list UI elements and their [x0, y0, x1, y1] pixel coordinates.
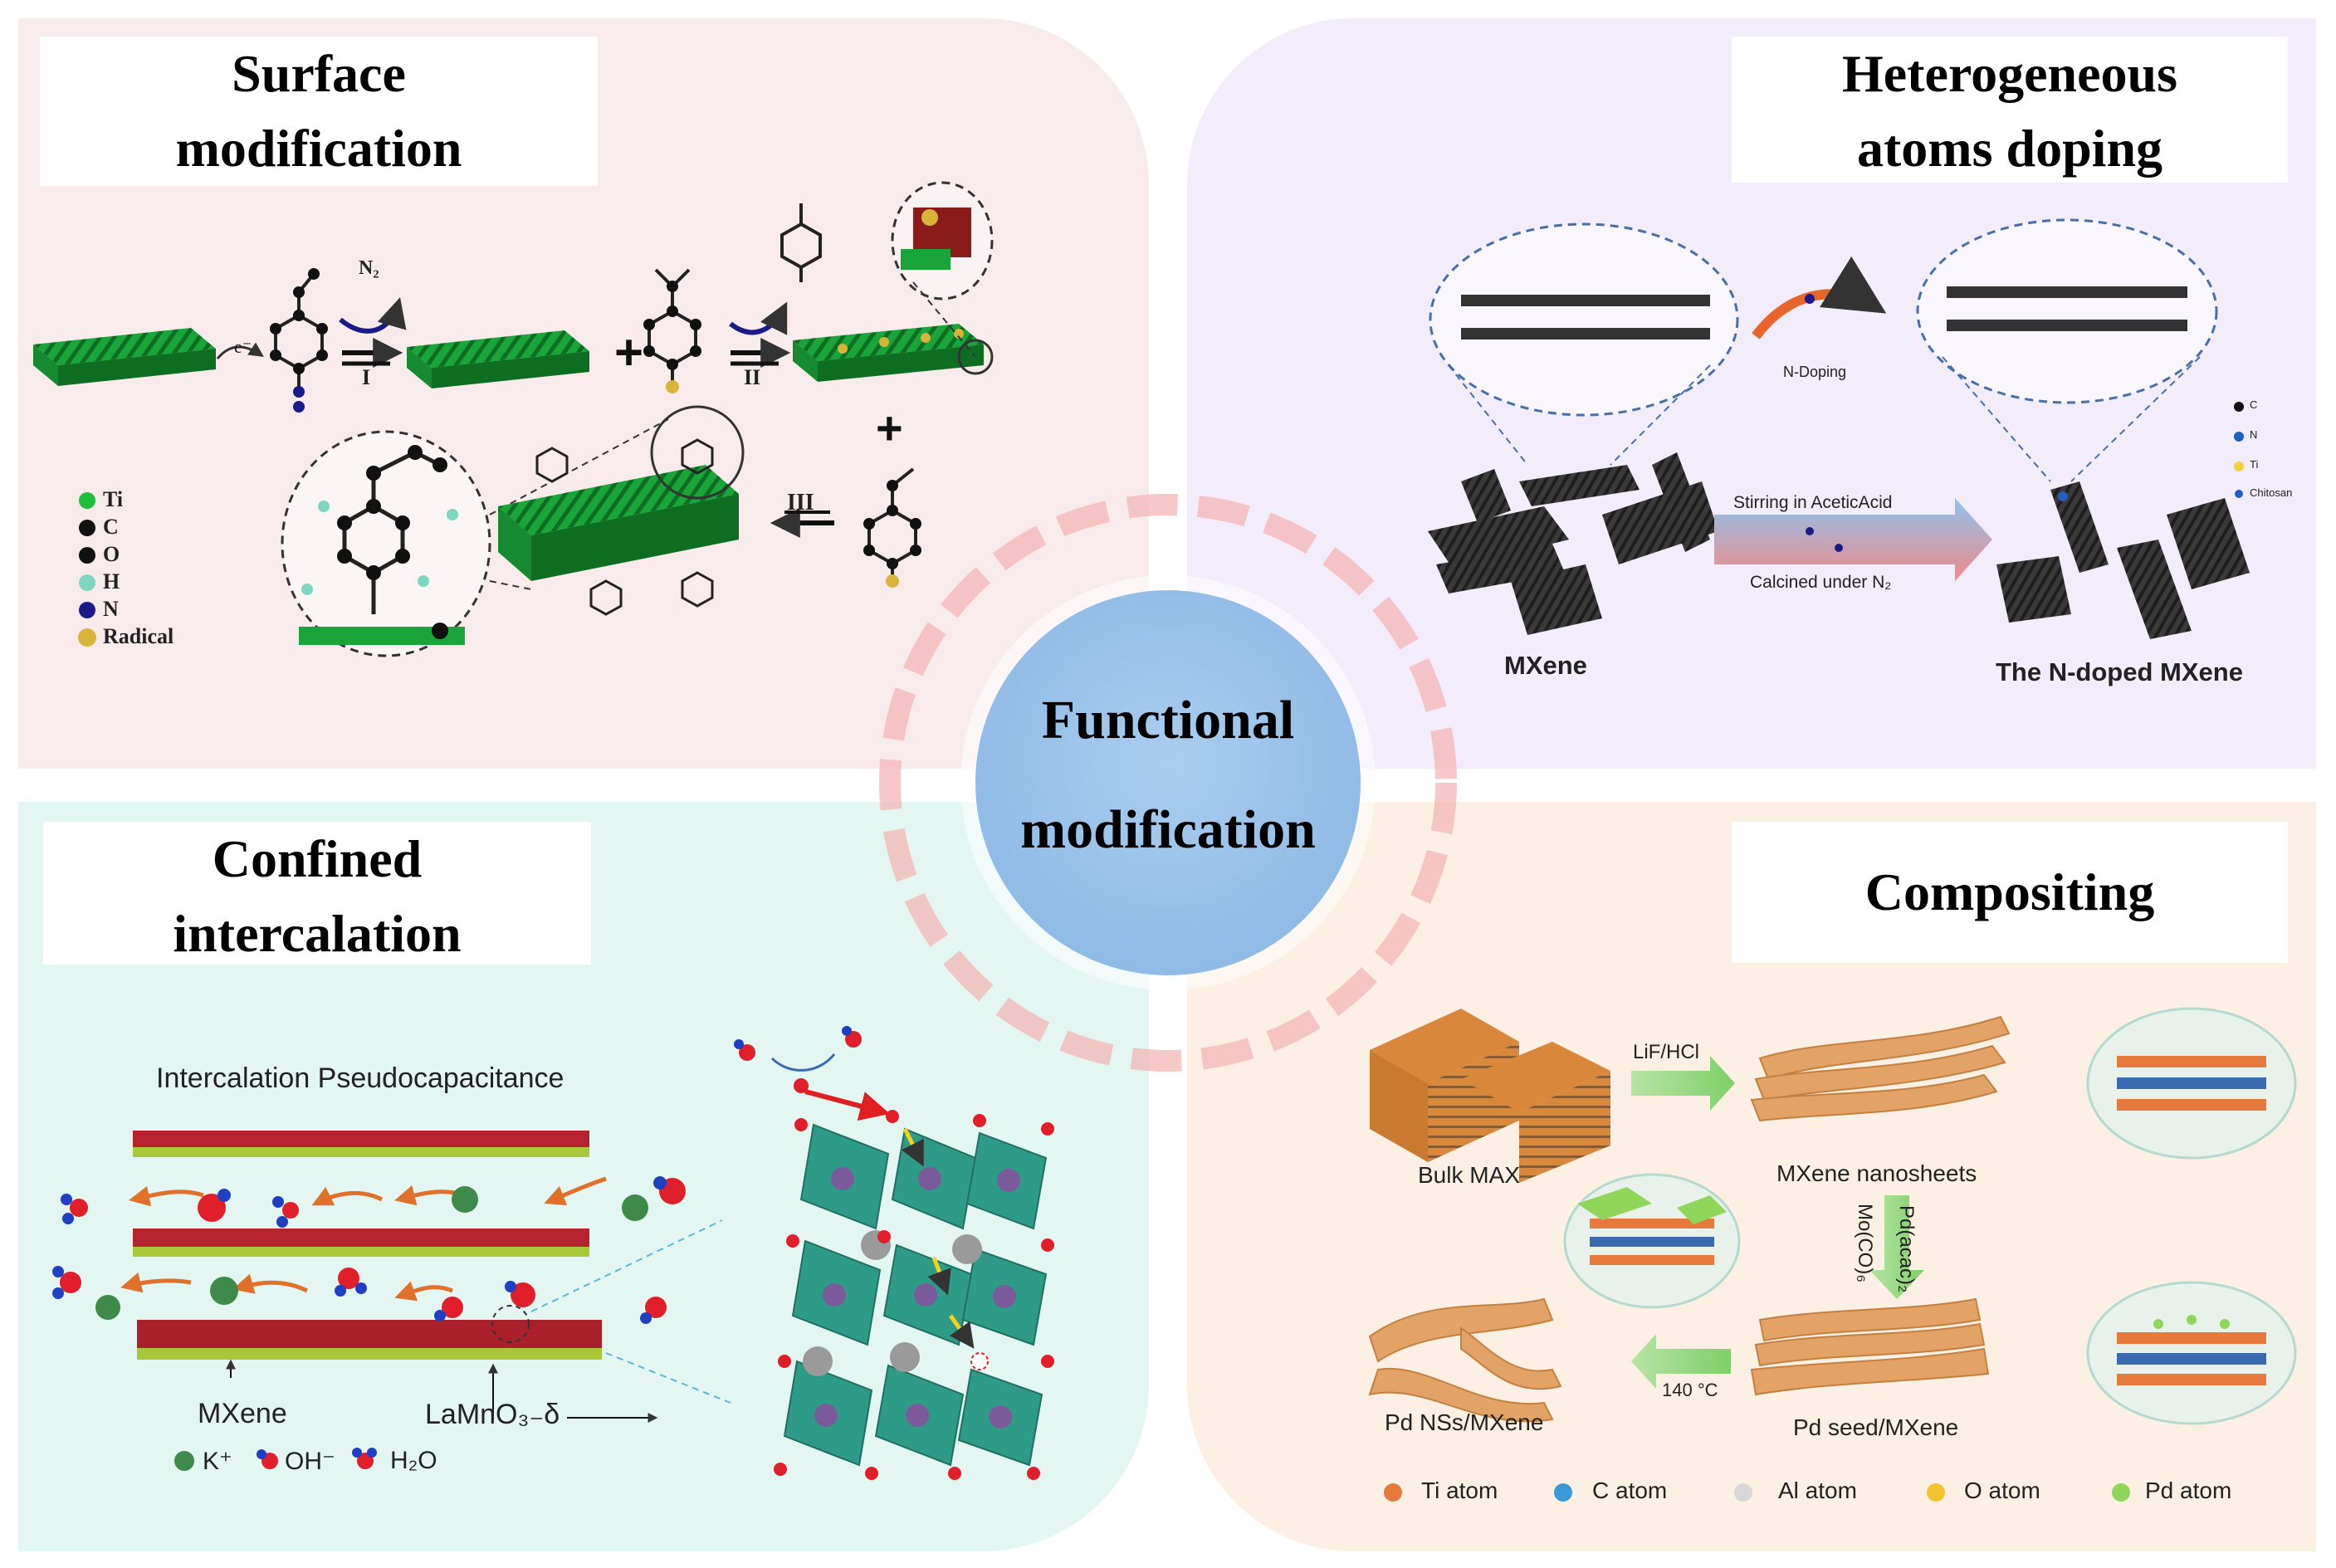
mxene-slab-1 [33, 328, 216, 386]
bulk-max [1370, 1009, 1610, 1183]
intercalation-title-line2: intercalation [173, 904, 462, 963]
legend-k: K⁺ [203, 1448, 232, 1475]
pd-nss-label: Pd NSs/MXene [1385, 1409, 1544, 1435]
surface-legend-n: N [103, 597, 119, 621]
surface-legend-o: O [103, 542, 120, 566]
mxene-slab-2 [407, 330, 589, 388]
doping-legend-ti: Ti [2250, 458, 2259, 471]
mxene-layer-2 [133, 1229, 589, 1257]
stirring-label: Stirring in AceticAcid [1733, 493, 1893, 512]
intercalation-title: Confined intercalation [43, 822, 591, 965]
svg-text:+: + [614, 325, 643, 380]
surface-title-line2: modification [175, 119, 462, 178]
zoom-structure-1 [2117, 1056, 2266, 1111]
intercalation-title-line1: Confined [212, 829, 423, 888]
surface-legend-dots [78, 492, 96, 647]
doping-scheme [1428, 218, 2250, 639]
center-hub [879, 494, 1457, 1072]
surface-legend-c: C [103, 515, 119, 539]
mxene-layer-1 [133, 1131, 589, 1157]
pd-seed-label: Pd seed/MXene [1793, 1414, 1959, 1440]
doping-legend-chitosan: Chitosan [2250, 486, 2293, 499]
mxene-flakes-left [1428, 452, 1718, 635]
step-i-label: I [362, 365, 371, 389]
doped-lattice [1947, 286, 2187, 331]
compositing-scheme [1368, 1007, 2297, 1502]
mxene-slab-3 [793, 324, 984, 382]
ions [52, 1176, 686, 1324]
mxene-nanosheets [1750, 1015, 2011, 1122]
surface-modification-scheme: + [33, 181, 994, 657]
step-iii-label: III [787, 490, 814, 515]
legend-c-atom: C atom [1592, 1478, 1668, 1503]
electron-label: e⁻ [234, 336, 252, 357]
n2-label: N₂ [359, 257, 379, 279]
bulk-max-label: Bulk MAX [1418, 1162, 1520, 1188]
reagent-mo-co: Mo(CO)₆ [1854, 1204, 1876, 1283]
calcined-label: Calcined under N₂ [1750, 573, 1892, 592]
pd-seed-mxene [1750, 1297, 1990, 1396]
step-ii-label: II [744, 365, 761, 389]
mxene-layer-3 [137, 1320, 602, 1360]
legend-pd-atom: Pd atom [2145, 1478, 2232, 1503]
legend-ti-atom: Ti atom [1421, 1478, 1498, 1503]
reagent-pd-acac: Pd(acac)₂ [1895, 1205, 1918, 1293]
center-title-line1: Functional [1041, 690, 1295, 750]
svg-text:+: + [876, 402, 903, 454]
n-doped-mxene-label: The N-doped MXene [1996, 657, 2243, 686]
surface-legend-ti: Ti [103, 487, 124, 511]
doping-legend-c: C [2250, 398, 2258, 411]
nanosheets-label: MXene nanosheets [1776, 1160, 1977, 1186]
mxene-flakes-right [1996, 481, 2250, 639]
pristine-lattice [1461, 295, 1710, 339]
legend-oh: OH⁻ [285, 1448, 335, 1475]
intercalation-subtitle: Intercalation Pseudocapacitance [156, 1062, 564, 1094]
doping-title: Heterogeneous atoms doping [1732, 37, 2288, 183]
surface-legend-radical: Radical [103, 624, 174, 648]
compositing-title: Compositing [1732, 822, 2288, 963]
mxene-layer-label: MXene [198, 1398, 287, 1429]
zoom-structure-3 [2117, 1315, 2266, 1385]
legend-o-atom: O atom [1964, 1478, 2040, 1503]
pd-nss-mxene [1368, 1297, 1562, 1423]
doping-title-line1: Heterogeneous [1841, 44, 2178, 103]
intercalation-scheme [52, 1026, 1054, 1480]
surface-title-line1: Surface [232, 44, 406, 103]
zoom-structure-2 [1577, 1187, 1727, 1265]
surface-title: Surface modification [40, 37, 598, 186]
n-doping-label: N-Doping [1783, 364, 1847, 380]
legend-al-atom: Al atom [1778, 1478, 1857, 1503]
doping-legend-n: N [2250, 428, 2258, 441]
mxene-label: MXene [1504, 651, 1587, 680]
functionalized-mxene [498, 465, 739, 581]
center-title-line2: modification [1020, 799, 1316, 860]
lif-hcl-label: LiF/HCl [1633, 1041, 1700, 1063]
lamno-label: LaMnO₃₋δ [425, 1399, 560, 1430]
compositing-title-text: Compositing [1864, 862, 2155, 921]
legend-h2o: H₂O [390, 1447, 437, 1474]
doping-title-line2: atoms doping [1856, 119, 2163, 178]
surface-legend-h: H [103, 569, 120, 593]
temp-label: 140 °C [1662, 1380, 1718, 1400]
perovskite-lattice [734, 1026, 1054, 1480]
